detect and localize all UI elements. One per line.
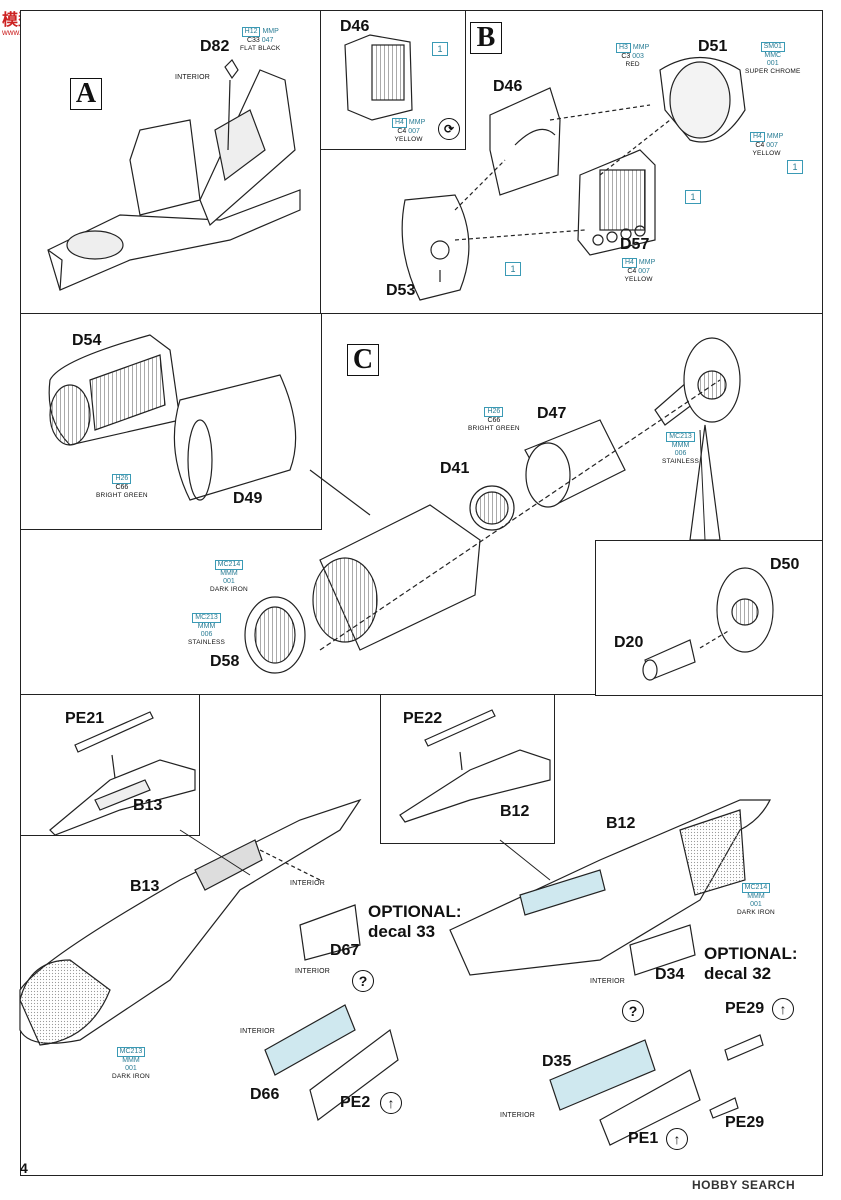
inset-d46-drawing [344, 34, 413, 121]
decal-label: decal 33 [368, 922, 436, 941]
detail-d50-drawing [642, 567, 774, 681]
rotate-icon: ⟳ [438, 118, 460, 140]
inset-pe21-drawing [49, 711, 196, 836]
step-b-drawing [401, 56, 746, 301]
paint-bright-green: H26 C66 BRIGHT GREEN [468, 407, 520, 432]
part-d34: D34 [655, 966, 685, 983]
part-d53: D53 [386, 282, 416, 299]
step-a-marker: A [70, 78, 102, 110]
label-interior: INTERIOR [240, 1028, 276, 1035]
part-b12-inset: B12 [500, 803, 530, 820]
part-d35: D35 [542, 1053, 572, 1070]
inset-pe22-drawing [399, 709, 551, 823]
ref-box-1: 1 [787, 160, 803, 174]
label-interior: INTERIOR [500, 1112, 536, 1119]
part-d41: D41 [440, 460, 470, 477]
paint-stainless-2: MC213 MMM 006 STAINLESS [188, 613, 226, 646]
part-d57: D57 [620, 236, 650, 253]
optional-label: OPTIONAL: [704, 944, 798, 963]
part-d50: D50 [770, 556, 800, 573]
page-number: 4 [20, 1160, 28, 1176]
inset-d54-drawing [48, 334, 297, 501]
part-pe22: PE22 [403, 710, 443, 727]
cockpit-tub-drawing [47, 59, 301, 291]
paint-dark-iron: MC214 MMM 001 DARK IRON [210, 560, 248, 593]
label-interior: INTERIOR [295, 968, 331, 975]
question-icon: ? [352, 970, 374, 992]
fuselage-left-drawing [19, 798, 399, 1122]
part-d66: D66 [250, 1086, 280, 1103]
decal-label: decal 32 [704, 964, 772, 983]
part-d46-inset: D46 [340, 18, 370, 35]
part-d47: D47 [537, 405, 567, 422]
part-d67: D67 [330, 942, 360, 959]
part-b13: B13 [130, 878, 160, 895]
detail-c-d50 [595, 540, 823, 696]
paint-bright-green-inset: H26 C66 BRIGHT GREEN [96, 474, 148, 499]
paint-red: H3 MMP C3 003 RED [616, 43, 649, 69]
part-pe2: PE2 [340, 1094, 371, 1111]
step-b-marker: B [470, 22, 502, 54]
paint-yellow-1: H4 MMP C4 007 YELLOW [750, 132, 783, 158]
paint-yellow-inset: H4 MMP C4 007 YELLOW [392, 118, 425, 144]
optional-label: OPTIONAL: [368, 902, 462, 921]
part-d20: D20 [614, 634, 644, 651]
flip-icon: ↑ [666, 1128, 688, 1150]
hobby-search-watermark: HOBBY SEARCH [692, 1178, 796, 1192]
part-d51: D51 [698, 38, 728, 55]
part-d49: D49 [233, 490, 263, 507]
ref-box-2: 1 [685, 190, 701, 204]
part-d82: D82 [200, 38, 230, 55]
paint-super-chrome: SM01 MMC 001 SUPER CHROME [745, 42, 801, 75]
part-pe1: PE1 [628, 1130, 659, 1147]
fuselage-right-drawing [449, 799, 771, 1146]
part-pe21: PE21 [65, 710, 105, 727]
step-c-marker: C [347, 344, 379, 376]
ref-box-3: 1 [505, 262, 521, 276]
part-d58: D58 [210, 653, 240, 670]
part-b12: B12 [606, 815, 636, 832]
part-pe29-bottom: PE29 [725, 1114, 765, 1131]
ref-box: 1 [432, 42, 448, 56]
paint-flat-black: H12 MMP C33 047 FLAT BLACK [240, 27, 281, 52]
label-interior: INTERIOR [175, 74, 211, 81]
flip-icon: ↑ [772, 998, 794, 1020]
part-d46: D46 [493, 78, 523, 95]
flip-icon: ↑ [380, 1092, 402, 1114]
label-interior: INTERIOR [590, 978, 626, 985]
paint-dark-iron-right: MC214 MMM 001 DARK IRON [737, 883, 775, 916]
part-d54: D54 [72, 332, 102, 349]
part-pe29-top: PE29 [725, 1000, 765, 1017]
question-icon: ? [622, 1000, 644, 1022]
paint-yellow-2: H4 MMP C4 007 YELLOW [622, 258, 655, 284]
part-b13-inset: B13 [133, 797, 163, 814]
step-c-exhaust-drawing [244, 337, 741, 674]
paint-dark-iron-left: MC213 MMM 001 DARK IRON [112, 1047, 150, 1080]
paint-stainless-1: MC213 MMM 006 STAINLESS [662, 432, 700, 465]
label-interior: INTERIOR [290, 880, 326, 887]
